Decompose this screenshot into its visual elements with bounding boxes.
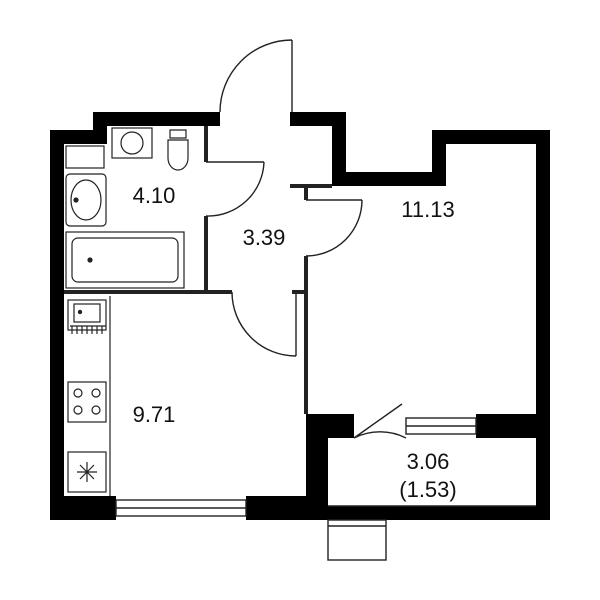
kitchen-fixtures (67, 296, 111, 496)
doors (205, 39, 407, 439)
fridge-icon (67, 451, 107, 493)
wall-balcony-left (306, 414, 328, 520)
wall-top-bath (93, 112, 220, 126)
area-balcony: 3.06 (406, 449, 450, 474)
washbasin-icon (65, 173, 107, 227)
bathtub-icon (65, 231, 185, 289)
area-living-room: 11.13 (401, 197, 455, 222)
wall-bottom-left (50, 496, 116, 520)
bathroom-fixtures (65, 127, 189, 289)
area-bathroom: 4.10 (132, 183, 176, 208)
door-living (305, 199, 363, 257)
area-hall: 3.39 (242, 225, 286, 250)
wall-living-bottom-right (476, 414, 550, 438)
wall-living-bottom-left (306, 414, 354, 438)
partitions (64, 126, 332, 414)
wall-living-top-right (432, 130, 550, 144)
windows (115, 417, 477, 561)
wall-balcony-bottom (306, 506, 550, 520)
door-entrance (219, 39, 293, 113)
area-balcony-reduced: (1.53) (399, 477, 457, 502)
wall-living-top (332, 172, 442, 186)
wall-left (50, 130, 64, 520)
washing-machine-icon (111, 127, 153, 159)
wall-hall-right (332, 112, 346, 182)
door-kitchen (231, 291, 297, 357)
outer-walls (50, 112, 550, 520)
toilet-icon (167, 129, 189, 171)
door-bathroom (205, 161, 265, 217)
area-kitchen: 9.71 (132, 402, 176, 427)
wall-top-left (50, 130, 98, 144)
wall-right (536, 130, 550, 520)
shelf-icon (65, 145, 105, 169)
stove-icon (67, 381, 107, 423)
door-balcony (353, 403, 407, 439)
wall-bath-step (93, 112, 107, 144)
